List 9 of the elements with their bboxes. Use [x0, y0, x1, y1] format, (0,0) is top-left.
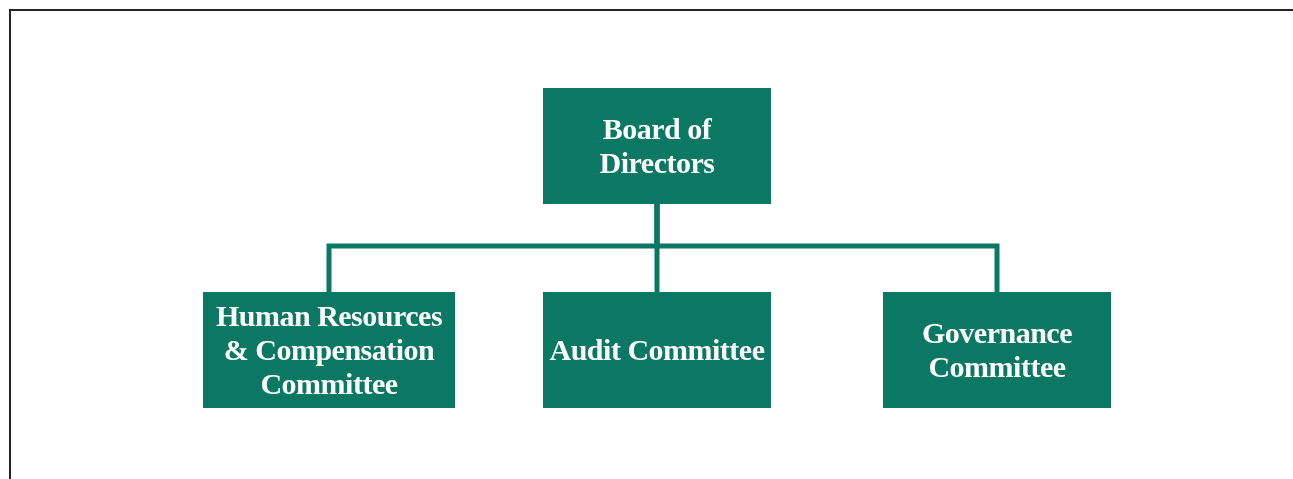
connector-line [654, 204, 1000, 292]
box-label: Human Resources & Compensation Committee [214, 299, 444, 401]
box-label: Governance Committee [921, 316, 1073, 384]
org-box [883, 292, 1111, 408]
box-label: Audit Committee [549, 333, 765, 367]
org-box [543, 88, 771, 204]
org-box [203, 292, 455, 408]
org-box [543, 292, 771, 408]
box-label: Board of Directors [598, 112, 716, 180]
